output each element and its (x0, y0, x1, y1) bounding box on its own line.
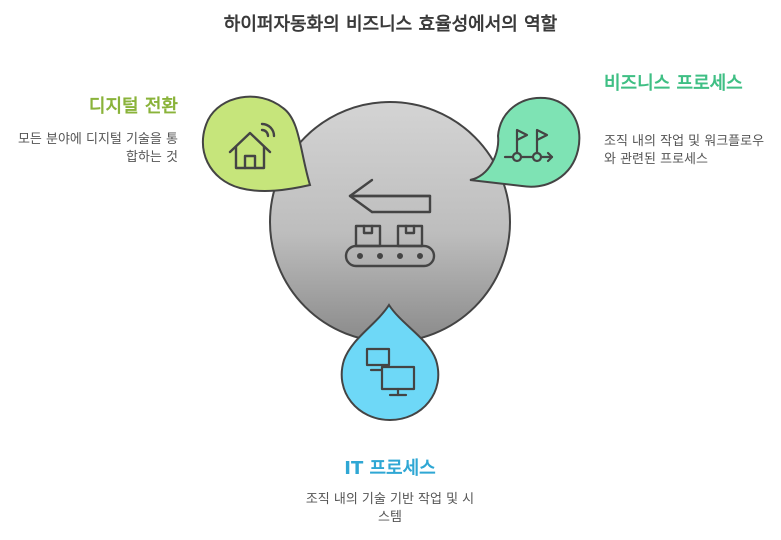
business-node (469, 96, 581, 188)
flag-route-icon (503, 128, 554, 163)
smart-home-icon (228, 122, 276, 170)
it-process-description: 조직 내의 기술 기반 작업 및 시스템 (305, 492, 475, 525)
page-title: 하이퍼자동화의 비즈니스 효율성에서의 역할 (223, 14, 558, 35)
business-process-label: 비즈니스 프로세스 (604, 73, 743, 94)
digital-transformation-label: 디지털 전환 (88, 96, 178, 117)
it-process-label: IT 프로세스 (344, 458, 436, 479)
digital-node (202, 95, 312, 192)
computer-systems-icon (365, 347, 416, 397)
conveyor-arrow-icon (344, 178, 436, 268)
digital-transformation-description: 모든 분야에 디지털 기술을 통합하는 것 (17, 132, 178, 165)
business-process-description: 조직 내의 작업 및 워크플로우와 관련된 프로세스 (604, 134, 765, 167)
